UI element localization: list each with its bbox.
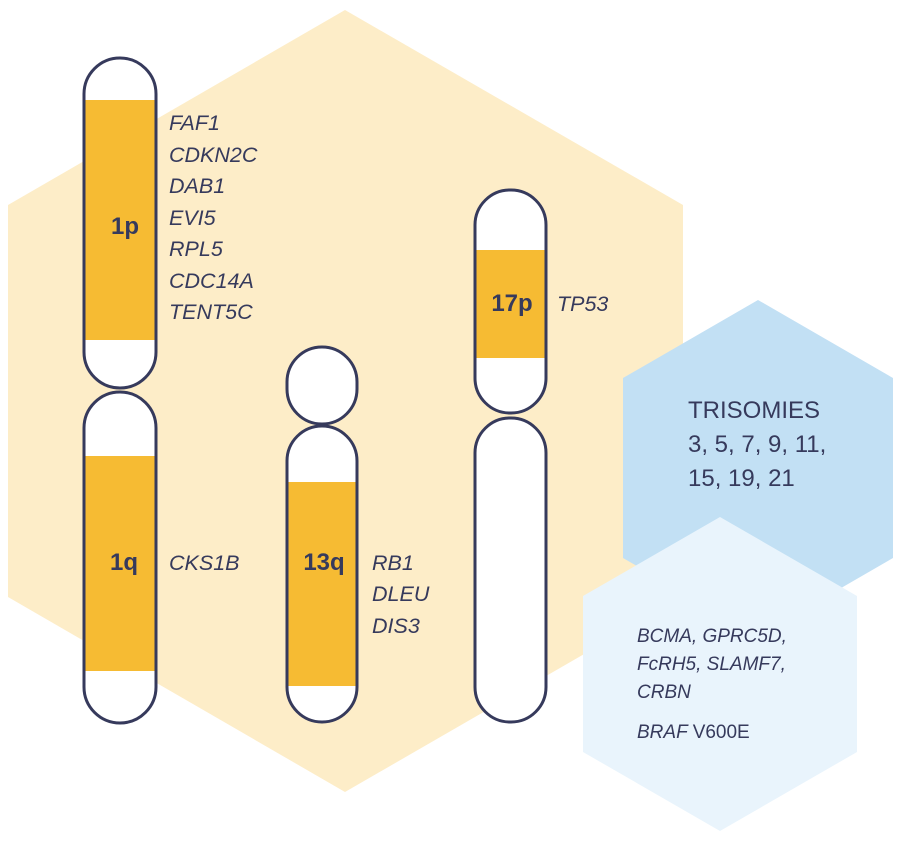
chromosome-13-p-arm bbox=[285, 345, 359, 426]
chromosome-1-q-arm bbox=[82, 390, 158, 725]
chromosome-17-q-arm bbox=[473, 416, 548, 724]
targets-hexagon bbox=[583, 517, 857, 831]
chromosome-17-p-arm bbox=[473, 188, 548, 415]
gene-label-17p: TP53 bbox=[557, 292, 608, 316]
band-1p bbox=[84, 100, 156, 340]
band-13q bbox=[287, 482, 357, 686]
gene-label: CDKN2C bbox=[169, 143, 258, 167]
genes-13q: RB1 DLEU DIS3 bbox=[372, 551, 430, 638]
chromosome-1-p-arm bbox=[82, 56, 158, 390]
band-label-1q: 1q bbox=[110, 549, 138, 576]
gene-label: EVI5 bbox=[169, 206, 217, 230]
trisomies-title: TRISOMIES bbox=[688, 397, 820, 424]
gene-label-1q: CKS1B bbox=[169, 551, 240, 575]
target-line: CRBN bbox=[637, 682, 691, 703]
gene-label: DAB1 bbox=[169, 174, 225, 198]
trisomies-block: TRISOMIES 3, 5, 7, 9, 11, 15, 19, 21 bbox=[688, 397, 826, 492]
gene-label: RPL5 bbox=[169, 237, 224, 261]
gene-label: RB1 bbox=[372, 551, 414, 575]
gene-label: TENT5C bbox=[169, 300, 253, 324]
band-label-17p: 17p bbox=[491, 290, 532, 317]
gene-label: CDC14A bbox=[169, 269, 254, 293]
mutation-gene: BRAF bbox=[637, 722, 689, 743]
trisomies-line: 15, 19, 21 bbox=[688, 465, 795, 492]
target-line: FcRH5, SLAMF7, bbox=[637, 654, 786, 675]
genes-1p: FAF1 CDKN2C DAB1 EVI5 RPL5 CDC14A TENT5C bbox=[169, 111, 258, 324]
gene-label: FAF1 bbox=[169, 111, 220, 135]
chromosome-13-q-arm bbox=[285, 424, 359, 724]
trisomies-line: 3, 5, 7, 9, 11, bbox=[688, 431, 826, 458]
gene-label: DLEU bbox=[372, 582, 430, 606]
target-line: BCMA, GPRC5D, bbox=[637, 626, 787, 647]
band-1q bbox=[84, 456, 156, 671]
mutation-variant: V600E bbox=[693, 722, 750, 743]
gene-label: DIS3 bbox=[372, 614, 420, 638]
band-label-1p: 1p bbox=[111, 213, 139, 240]
band-17p bbox=[475, 250, 546, 358]
band-label-13q: 13q bbox=[303, 549, 344, 576]
